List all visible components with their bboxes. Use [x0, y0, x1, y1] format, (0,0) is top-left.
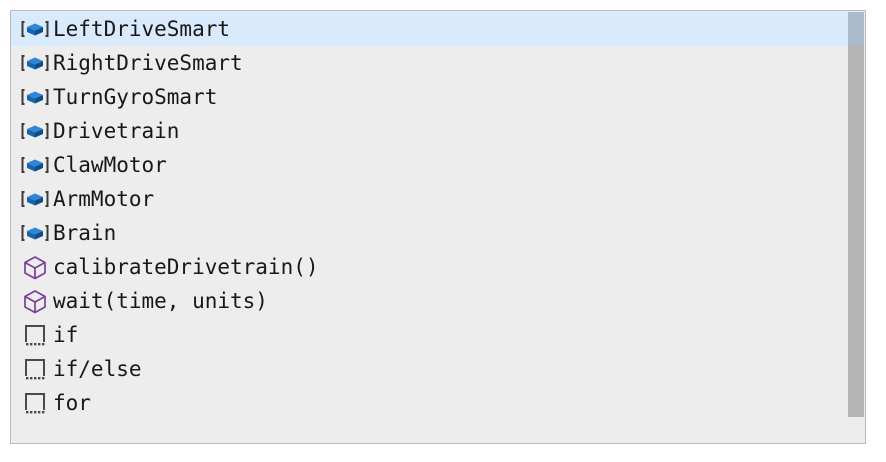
list-item-label: wait(time, units)	[53, 289, 268, 313]
list-item-label: TurnGyroSmart	[53, 85, 218, 109]
control-block-icon	[21, 390, 49, 416]
vertical-scrollbar[interactable]	[848, 10, 866, 444]
device-box-icon	[21, 220, 49, 246]
device-box-icon	[21, 191, 49, 207]
scrollbar-thumb-selected-overlap	[848, 12, 864, 45]
function-cube-icon	[24, 256, 46, 280]
device-box-icon	[21, 118, 49, 144]
list-item-label: Brain	[53, 221, 117, 245]
control-block-icon	[25, 325, 45, 346]
device-box-icon	[21, 152, 49, 178]
device-box-icon	[21, 225, 49, 241]
list-item[interactable]: TurnGyroSmart	[11, 80, 866, 114]
control-block-icon	[25, 359, 45, 380]
device-box-icon	[21, 157, 49, 173]
list-item-label: RightDriveSmart	[53, 51, 243, 75]
device-box-icon	[21, 123, 49, 139]
function-cube-icon	[21, 288, 49, 314]
list-item[interactable]: ClawMotor	[11, 148, 866, 182]
list-item[interactable]: Drivetrain	[11, 114, 866, 148]
list-item-label: if	[53, 323, 79, 347]
list-item-label: calibrateDrivetrain()	[53, 255, 319, 279]
list-item-label: LeftDriveSmart	[53, 17, 231, 41]
list-item-label: if/else	[53, 357, 142, 381]
list-item[interactable]: if/else	[11, 352, 866, 386]
device-box-icon	[21, 84, 49, 110]
device-box-icon	[21, 186, 49, 212]
list-item[interactable]: ArmMotor	[11, 182, 866, 216]
list-item[interactable]: if	[11, 318, 866, 352]
list-item[interactable]: LeftDriveSmart	[11, 12, 866, 46]
list-item-label: ArmMotor	[53, 187, 155, 211]
function-cube-icon	[24, 290, 46, 314]
list-item[interactable]: wait(time, units)	[11, 284, 866, 318]
function-cube-icon	[21, 254, 49, 280]
device-box-icon	[21, 50, 49, 76]
list-item[interactable]: RightDriveSmart	[11, 46, 866, 80]
device-box-icon	[21, 89, 49, 105]
scrollbar-thumb[interactable]	[848, 12, 864, 417]
device-box-icon	[21, 55, 49, 71]
list-item-label: ClawMotor	[53, 153, 167, 177]
device-box-icon	[21, 21, 49, 37]
control-block-icon	[21, 322, 49, 348]
device-box-icon	[21, 16, 49, 42]
control-block-icon	[21, 356, 49, 382]
list-item[interactable]: for	[11, 386, 866, 420]
list-item[interactable]: Brain	[11, 216, 866, 250]
list-item-label: Drivetrain	[53, 119, 180, 143]
list-item[interactable]: calibrateDrivetrain()	[11, 250, 866, 284]
list-item-label: for	[53, 391, 91, 415]
control-block-icon	[25, 393, 45, 414]
